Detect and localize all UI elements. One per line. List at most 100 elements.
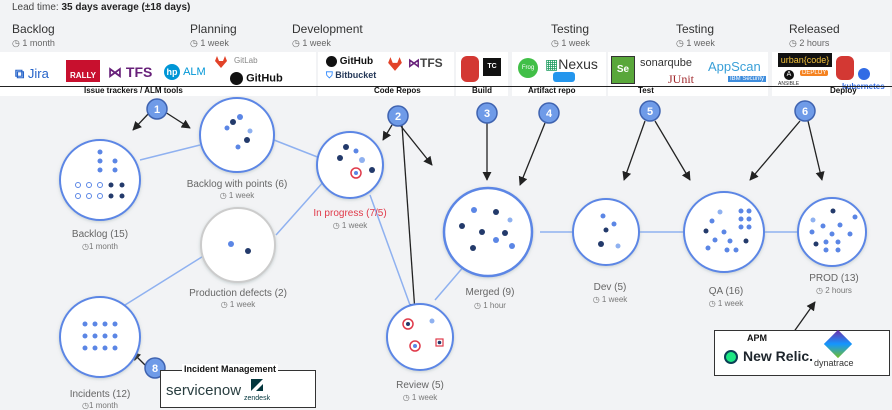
zendesk-icon-svg bbox=[251, 379, 263, 391]
duration-text: 1 week bbox=[302, 38, 331, 48]
duration-text: 1 week bbox=[601, 295, 628, 304]
duration-text: 2 hours bbox=[799, 38, 830, 48]
marker-label: 6 bbox=[802, 106, 808, 118]
jenkins-logo-deploy bbox=[836, 56, 854, 80]
marker-4: 4 bbox=[538, 102, 560, 124]
apm-label: APM bbox=[747, 333, 767, 343]
work-item-dot bbox=[738, 224, 744, 230]
xldeploy-logo: DEPLOY bbox=[800, 70, 829, 76]
gitlab-icon bbox=[388, 57, 402, 71]
node-dev-duration: ◷ 1 week bbox=[592, 295, 628, 304]
node-incidents[interactable] bbox=[59, 296, 141, 378]
tool-band-divider bbox=[0, 86, 892, 87]
kubernetes-icon bbox=[858, 68, 870, 80]
lead-time-value: 35 days average (±18 days) bbox=[61, 2, 191, 13]
work-item-dot bbox=[507, 217, 513, 223]
node-backlog[interactable] bbox=[59, 139, 141, 221]
node-prod[interactable] bbox=[797, 197, 867, 267]
apm-box bbox=[714, 330, 890, 376]
gitlab-logo-dev bbox=[387, 56, 403, 77]
work-item-dot bbox=[369, 167, 375, 173]
marker-label: 8 bbox=[152, 363, 158, 375]
marker-label: 4 bbox=[546, 108, 553, 120]
deploy-caption: Deploy bbox=[830, 86, 857, 95]
work-item-dot bbox=[235, 144, 241, 150]
node-prod-label: PROD (13) bbox=[809, 273, 859, 284]
lead-time: Lead time: 35 days average (±18 days) bbox=[12, 2, 190, 13]
node-review[interactable] bbox=[386, 303, 454, 371]
node-incidents-label: Incidents (12) bbox=[69, 389, 131, 400]
flow-line bbox=[124, 254, 206, 306]
work-item-dot bbox=[354, 171, 358, 175]
gitlab-text: GitLab bbox=[234, 56, 258, 65]
work-item-dot bbox=[823, 239, 829, 245]
work-item-dot bbox=[102, 321, 108, 327]
work-item-dot bbox=[359, 157, 365, 163]
duration-text: 1 month bbox=[89, 401, 118, 410]
work-item-dot bbox=[112, 158, 118, 164]
work-item-dot bbox=[813, 241, 819, 247]
rally-logo: RALLY bbox=[66, 60, 100, 82]
node-in-progress[interactable] bbox=[316, 131, 384, 199]
node-review-label: Review (5) bbox=[396, 380, 444, 391]
work-item-dot bbox=[830, 208, 836, 214]
work-item-dot bbox=[75, 182, 81, 188]
stage-testing-2-duration: ◷ 1 week bbox=[676, 38, 715, 48]
work-item-dot bbox=[337, 155, 343, 161]
work-item-dot bbox=[119, 193, 125, 199]
node-circle bbox=[59, 296, 141, 378]
flow-line bbox=[434, 264, 466, 301]
work-item-dot bbox=[406, 322, 410, 326]
node-backlog-points[interactable] bbox=[199, 97, 275, 173]
marker-arrow bbox=[622, 120, 646, 181]
duration-text: 1 month bbox=[89, 242, 118, 251]
jfrog-logo: Frog bbox=[518, 58, 538, 78]
work-item-dot bbox=[502, 230, 508, 236]
work-item-dot bbox=[600, 213, 606, 219]
work-item-dot bbox=[835, 247, 841, 253]
work-item-dot bbox=[82, 345, 88, 351]
marker-arrow bbox=[164, 111, 191, 129]
duration-text: 1 week bbox=[229, 300, 256, 309]
work-item-dot bbox=[86, 193, 92, 199]
stage-backlog: Backlog bbox=[12, 22, 55, 36]
node-qa[interactable] bbox=[683, 191, 765, 273]
stage-planning: Planning bbox=[190, 22, 237, 36]
node-incidents-duration: ◷1 month bbox=[82, 401, 118, 410]
node-dev[interactable] bbox=[572, 198, 640, 266]
work-item-dot bbox=[471, 207, 477, 213]
node-production-defects[interactable] bbox=[200, 207, 276, 283]
work-item-dot bbox=[852, 214, 858, 220]
work-item-dot bbox=[108, 193, 114, 199]
marker-arrow bbox=[792, 301, 816, 334]
work-item-dot bbox=[459, 223, 465, 229]
stage-development-duration: ◷ 1 week bbox=[292, 38, 331, 48]
marker-arrow bbox=[749, 120, 801, 181]
github-text: GitHub bbox=[339, 56, 374, 68]
ansible-icon: A bbox=[784, 70, 794, 80]
blocked-item bbox=[409, 340, 421, 352]
build-caption: Build bbox=[472, 86, 492, 95]
work-item-dot bbox=[820, 223, 826, 229]
jenkins-logo bbox=[461, 56, 479, 82]
github-logo-planning: GitHub bbox=[230, 72, 283, 85]
work-item-dot bbox=[746, 224, 752, 230]
work-item-dot bbox=[97, 193, 103, 199]
work-item-dot bbox=[119, 182, 125, 188]
rally-text: RALLY bbox=[70, 71, 96, 80]
node-dev-label: Dev (5) bbox=[593, 282, 627, 293]
blocked-item bbox=[402, 318, 414, 330]
node-merged[interactable] bbox=[442, 186, 534, 278]
work-item-dot bbox=[247, 128, 253, 134]
work-item-dot bbox=[245, 248, 251, 254]
teamcity-logo: TC bbox=[483, 58, 501, 76]
work-item-dot bbox=[244, 137, 250, 143]
work-item-dot bbox=[92, 321, 98, 327]
marker-arrow bbox=[382, 124, 393, 141]
node-in-progress-label: In progress (7/5) bbox=[313, 208, 387, 219]
marker-label: 2 bbox=[395, 111, 401, 123]
work-item-dot bbox=[97, 158, 103, 164]
stage-testing-1: Testing bbox=[551, 22, 590, 36]
work-item-dot bbox=[717, 209, 723, 215]
